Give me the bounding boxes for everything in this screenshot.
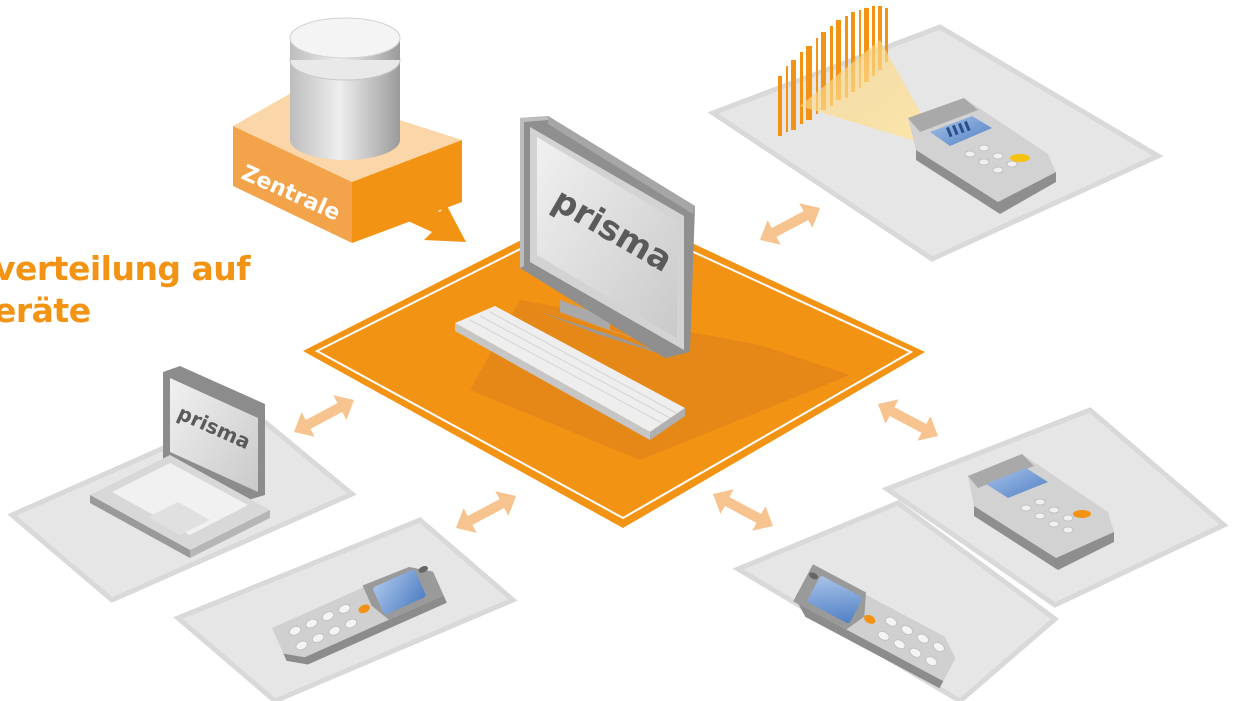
handheld-device-left xyxy=(272,566,447,665)
handheld-device-right xyxy=(968,454,1114,570)
sync-arrow-laptop xyxy=(293,395,355,437)
barcode-icon xyxy=(778,6,930,140)
sync-arrow-handheld-right xyxy=(877,399,939,441)
sync-arrow-handheld-bottom-right xyxy=(712,489,774,531)
laptop: prisma xyxy=(90,366,270,558)
handheld-device-bottom-right xyxy=(793,564,956,689)
heading-line-2: eräte xyxy=(0,291,91,330)
barcode-scanner-device xyxy=(908,98,1056,214)
central-database: Zentrale xyxy=(233,17,462,243)
heading-line-1: verteilung auf xyxy=(0,249,251,288)
sync-arrow-handheld-left xyxy=(455,491,517,533)
database-cylinder-icon xyxy=(289,17,401,160)
center-platform xyxy=(303,200,925,528)
sync-arrow-central-to-hub xyxy=(397,196,466,242)
keyboard xyxy=(455,306,685,440)
workstation: prisma xyxy=(455,116,695,440)
sync-arrow-scanner xyxy=(759,203,821,245)
